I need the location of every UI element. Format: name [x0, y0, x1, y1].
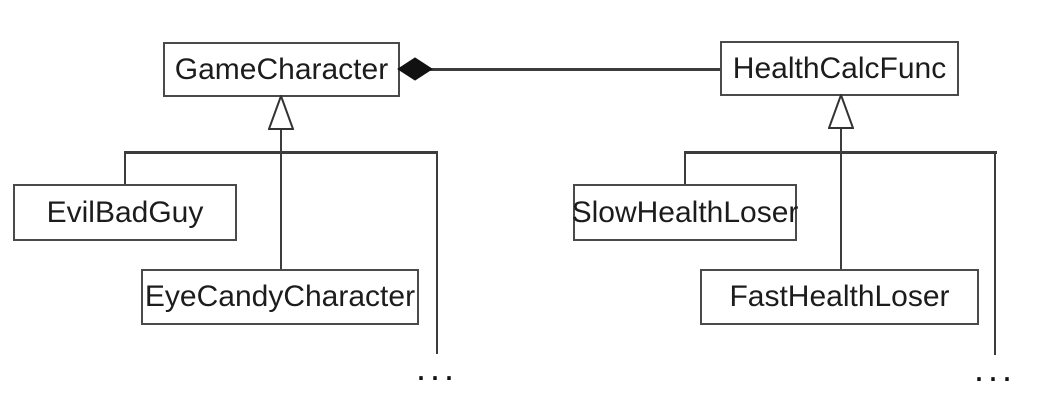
inheritance-horizontal-line	[124, 151, 438, 154]
class-name-label: EvilBadGuy	[46, 195, 204, 229]
inheritance-trunk-line	[840, 128, 842, 270]
class-name-label: EyeCandyCharacter	[144, 280, 416, 313]
inheritance-arrow-icon	[827, 92, 855, 130]
composition-diamond-icon	[397, 56, 433, 82]
inheritance-arrow-icon	[267, 93, 295, 131]
ellipsis-more-healthcalc-subclasses: ...	[973, 348, 1016, 389]
class-box-fasthealthloser: FastHealthLoser	[700, 269, 979, 325]
inheritance-horizontal-line	[684, 151, 997, 154]
branch-line-evilbadguy	[124, 151, 126, 186]
inheritance-trunk-line	[280, 129, 282, 270]
class-name-label: HealthCalcFunc	[732, 51, 947, 85]
class-name-label: FastHealthLoser	[729, 280, 950, 313]
class-name-label: GameCharacter	[174, 52, 389, 86]
composition-connector-line	[400, 68, 720, 71]
class-box-eyecandycharacter: EyeCandyCharacter	[141, 269, 419, 325]
ellipsis-more-character-subclasses: ...	[415, 347, 458, 388]
class-box-slowhealthloser: SlowHealthLoser	[571, 184, 799, 241]
class-box-healthcalcfunc: HealthCalcFunc	[720, 41, 959, 96]
branch-line-more-subclasses	[436, 151, 438, 354]
branch-line-more-subclasses	[994, 151, 996, 355]
branch-line-slowhealthloser	[684, 151, 686, 186]
class-box-gamecharacter: GameCharacter	[163, 42, 400, 97]
class-box-evilbadguy: EvilBadGuy	[13, 184, 237, 241]
class-name-label: SlowHealthLoser	[571, 195, 799, 229]
